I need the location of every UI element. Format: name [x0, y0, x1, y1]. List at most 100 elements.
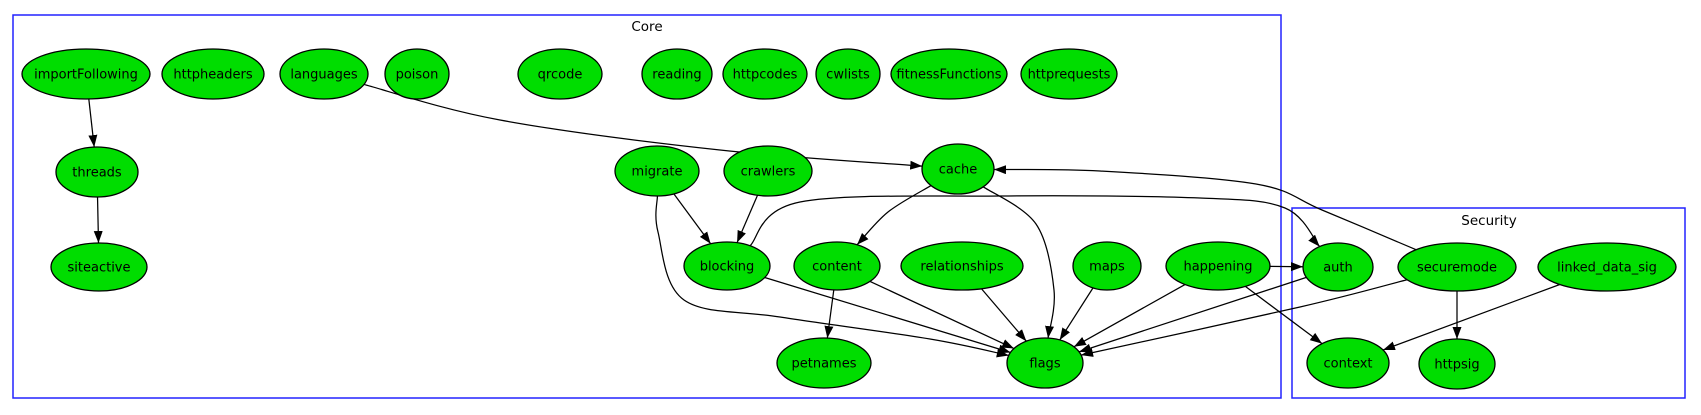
- node-flags: flags: [1006, 337, 1084, 389]
- node-reading-label: reading: [652, 68, 701, 83]
- node-cwlists: cwlists: [815, 48, 881, 100]
- node-qrcode-shape: [517, 48, 603, 100]
- node-qrcode: qrcode: [517, 48, 603, 100]
- node-cache-label: cache: [939, 163, 978, 178]
- edge-migrate-to-blocking: [673, 193, 712, 245]
- node-relationships: relationships: [900, 241, 1024, 291]
- node-qrcode-label: qrcode: [538, 68, 583, 83]
- node-httpsig: httpsig: [1418, 338, 1496, 390]
- node-cwlists-label: cwlists: [826, 68, 870, 83]
- node-cache: cache: [921, 143, 995, 195]
- node-blocking-shape: [683, 241, 771, 291]
- node-fitnessFunctions: fitnessFunctions: [890, 48, 1008, 100]
- node-petnames: petnames: [776, 337, 872, 389]
- node-siteactive-label: siteactive: [68, 261, 131, 276]
- node-languages-shape: [279, 48, 369, 100]
- node-blocking: blocking: [683, 241, 771, 291]
- node-relationships-label: relationships: [920, 260, 1003, 275]
- node-crawlers-label: crawlers: [741, 165, 796, 180]
- node-auth: auth: [1302, 242, 1374, 292]
- node-reading-shape: [641, 48, 713, 100]
- edge-cache-to-flags: [982, 186, 1055, 339]
- node-poison-shape: [384, 48, 450, 100]
- node-threads-shape: [55, 146, 139, 198]
- node-httpcodes-shape: [722, 48, 808, 100]
- node-securemode: securemode: [1397, 242, 1517, 292]
- edge-cache-to-content: [856, 185, 932, 246]
- node-siteactive-shape: [50, 242, 148, 292]
- node-auth-label: auth: [1323, 261, 1353, 276]
- edge-auth-to-flags: [1078, 276, 1307, 353]
- node-httpheaders-shape: [161, 48, 265, 100]
- edge-linked_data_sig-to-context: [1382, 283, 1560, 351]
- edge-crawlers-to-blocking: [736, 195, 759, 243]
- node-happening-shape: [1165, 241, 1271, 291]
- edge-securemode-to-cache: [993, 165, 1417, 251]
- edge-blocking-to-auth: [749, 195, 1321, 247]
- edge-relationships-to-flags: [980, 288, 1027, 342]
- edge-threads-to-siteactive: [93, 196, 103, 244]
- node-blocking-label: blocking: [700, 260, 755, 275]
- node-context-label: context: [1324, 357, 1373, 372]
- node-migrate: migrate: [614, 145, 700, 197]
- edge-content-to-flags: [869, 280, 1015, 350]
- edge-maps-to-flags: [1059, 287, 1094, 341]
- node-languages: languages: [279, 48, 369, 100]
- node-content-shape: [793, 241, 881, 291]
- edge-importFollowing-to-threads: [88, 98, 98, 148]
- node-maps-shape: [1072, 241, 1142, 291]
- node-httpheaders-label: httpheaders: [173, 68, 252, 83]
- edge-blocking-to-flags: [764, 276, 1011, 354]
- node-petnames-label: petnames: [792, 357, 857, 372]
- node-securemode-shape: [1397, 242, 1517, 292]
- node-httpcodes-label: httpcodes: [733, 68, 798, 83]
- node-siteactive: siteactive: [50, 242, 148, 292]
- node-auth-shape: [1302, 242, 1374, 292]
- node-importFollowing-label: importFollowing: [34, 68, 138, 83]
- node-httprequests: httprequests: [1020, 48, 1118, 100]
- node-httpsig-shape: [1418, 338, 1496, 390]
- node-importFollowing: importFollowing: [21, 48, 151, 100]
- node-crawlers: crawlers: [723, 145, 813, 197]
- node-flags-label: flags: [1029, 357, 1060, 372]
- edge-securemode-to-flags: [1080, 279, 1408, 357]
- edge-happening-to-context: [1244, 285, 1323, 345]
- node-petnames-shape: [776, 337, 872, 389]
- node-languages-label: languages: [290, 68, 358, 83]
- node-migrate-label: migrate: [632, 165, 683, 180]
- node-poison-label: poison: [396, 68, 439, 83]
- node-happening-label: happening: [1183, 260, 1252, 275]
- node-cache-shape: [921, 143, 995, 195]
- node-happening: happening: [1165, 241, 1271, 291]
- node-poison: poison: [384, 48, 450, 100]
- node-context: context: [1306, 337, 1390, 389]
- node-crawlers-shape: [723, 145, 813, 197]
- node-httpheaders: httpheaders: [161, 48, 265, 100]
- edge-languages-to-cache: [363, 83, 923, 170]
- node-maps: maps: [1072, 241, 1142, 291]
- cluster-core-label: Core: [631, 19, 662, 35]
- edge-migrate-to-flags: [655, 195, 1009, 358]
- node-threads: threads: [55, 146, 139, 198]
- node-fitnessFunctions-label: fitnessFunctions: [896, 68, 1001, 83]
- node-httpcodes: httpcodes: [722, 48, 808, 100]
- node-linked_data_sig: linked_data_sig: [1537, 242, 1677, 292]
- node-httprequests-label: httprequests: [1028, 68, 1111, 83]
- node-maps-label: maps: [1089, 260, 1125, 275]
- node-content: content: [793, 241, 881, 291]
- node-content-label: content: [812, 260, 862, 275]
- node-httprequests-shape: [1020, 48, 1118, 100]
- node-securemode-label: securemode: [1417, 261, 1497, 276]
- node-cwlists-shape: [815, 48, 881, 100]
- node-importFollowing-shape: [21, 48, 151, 100]
- node-httpsig-label: httpsig: [1434, 358, 1479, 373]
- node-flags-shape: [1006, 337, 1084, 389]
- cluster-security-border: [1291, 207, 1686, 399]
- node-context-shape: [1306, 337, 1390, 389]
- node-relationships-shape: [900, 241, 1024, 291]
- node-reading: reading: [641, 48, 713, 100]
- edge-content-to-petnames: [824, 289, 835, 339]
- node-linked_data_sig-shape: [1537, 242, 1677, 292]
